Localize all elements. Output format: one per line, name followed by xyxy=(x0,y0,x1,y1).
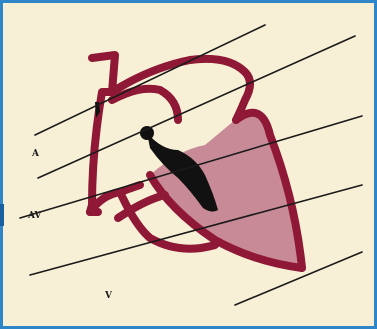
label-av: AV xyxy=(28,212,41,221)
section-line-1 xyxy=(35,25,265,135)
label-v: V xyxy=(105,292,112,301)
label-a: A xyxy=(32,150,39,159)
